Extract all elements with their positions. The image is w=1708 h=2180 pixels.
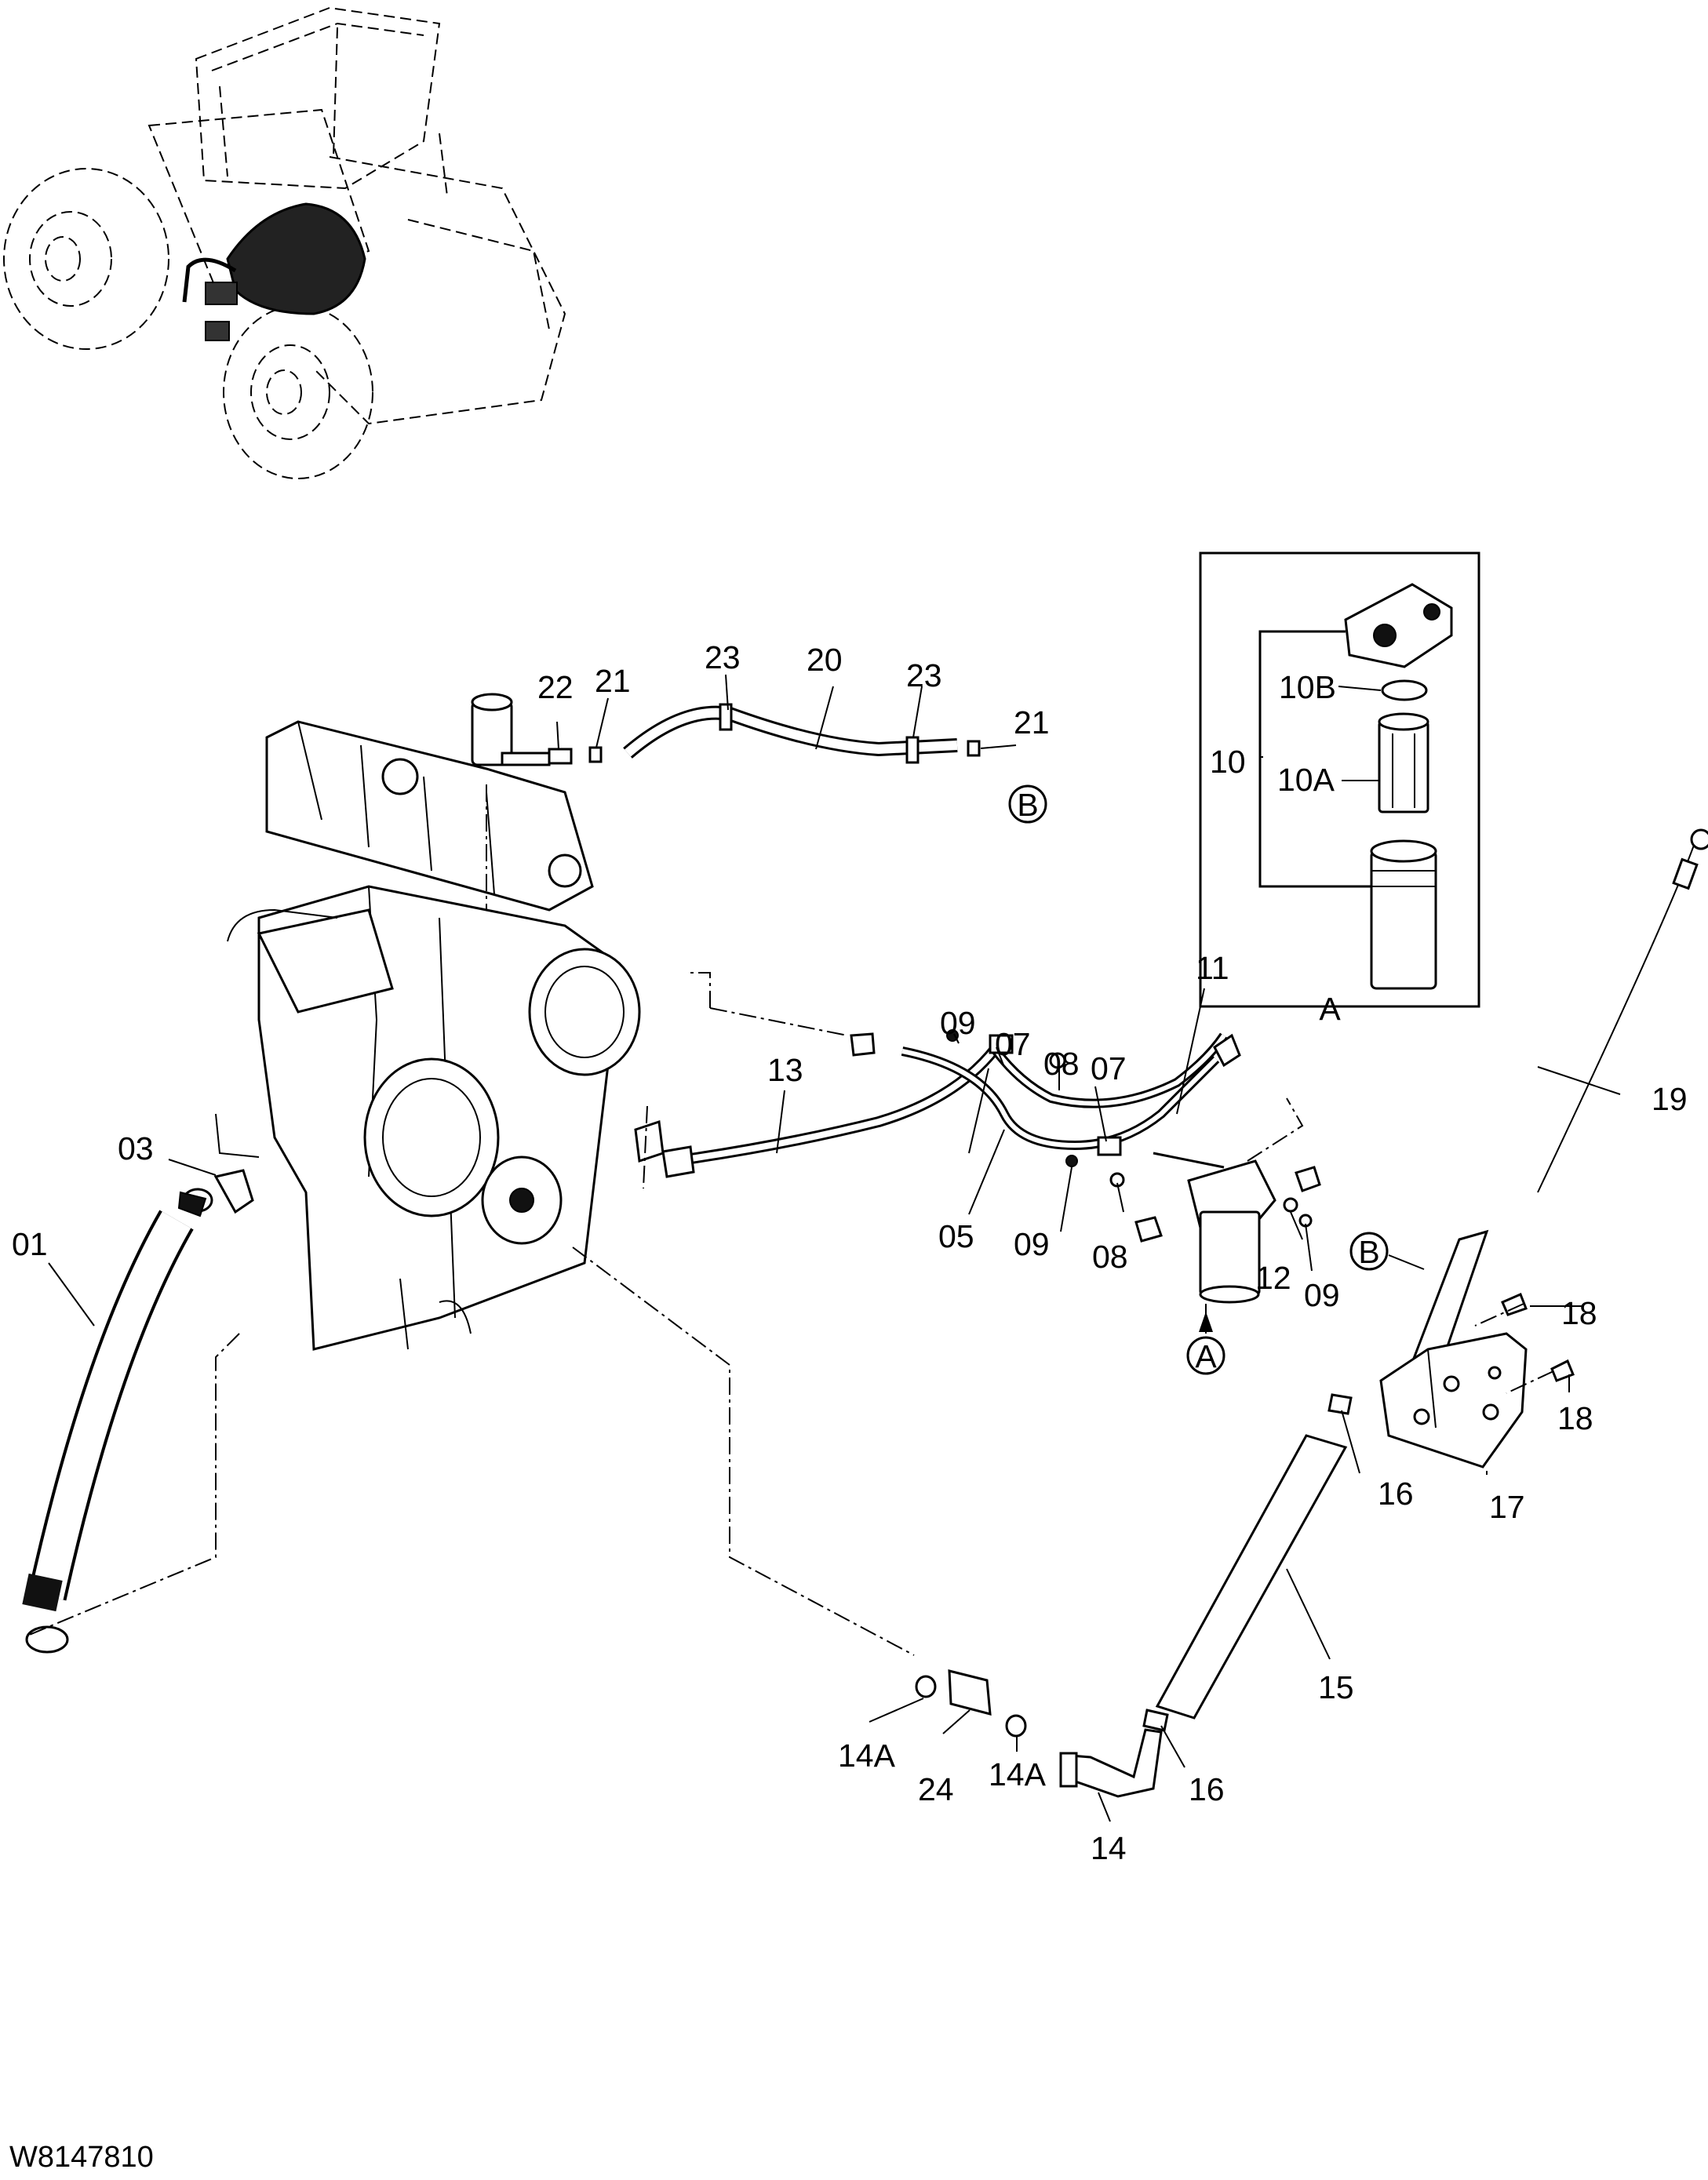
ref-a-filter: A: [1195, 1338, 1217, 1374]
callout-09a: 09: [940, 1005, 976, 1041]
callout-07a: 07: [995, 1026, 1031, 1062]
filter-assembly-a: [1187, 1159, 1313, 1304]
callout-14Ab: 14A: [989, 1756, 1047, 1792]
callout-03: 03: [118, 1130, 154, 1166]
drawing-number: W8147810: [9, 2141, 154, 2174]
callout-14Aa: 14A: [838, 1738, 896, 1774]
machine-overview: [3, 6, 566, 479]
part-03-elbow-fitting: [177, 1169, 254, 1217]
callout-labels: 01 03 05 07 07 08 08 09 09 09 10 10A 10B…: [12, 639, 1688, 1866]
filter-inset-box: [1199, 551, 1480, 1008]
callout-19: 19: [1652, 1081, 1688, 1117]
connection-lines: [27, 784, 1304, 1656]
callout-13: 13: [767, 1052, 803, 1088]
callout-16b: 16: [1189, 1771, 1225, 1807]
callout-18b: 18: [1557, 1400, 1593, 1436]
ref-b-top: B: [1017, 787, 1038, 823]
callout-23a: 23: [705, 639, 741, 675]
callout-08a: 08: [1043, 1046, 1080, 1082]
callout-20: 20: [807, 642, 843, 678]
callout-15: 15: [1318, 1669, 1354, 1705]
part-15-tube: [1142, 1393, 1353, 1732]
part-19-dipstick: [1407, 828, 1708, 1382]
callout-08b: 08: [1092, 1239, 1128, 1275]
part-05-tube-assembly: [901, 1029, 1321, 1243]
callout-10: 10: [1210, 744, 1246, 780]
inset-label-a: A: [1319, 991, 1341, 1027]
reference-markers: B B A: [1008, 784, 1389, 1375]
callout-05: 05: [938, 1218, 974, 1254]
callout-07b: 07: [1091, 1050, 1127, 1086]
ref-b-circle-top: [1008, 784, 1047, 824]
part-01-suction-hose: [22, 1210, 194, 1654]
callout-24: 24: [918, 1771, 954, 1807]
callout-16a: 16: [1378, 1476, 1414, 1512]
callout-21b: 21: [1014, 704, 1050, 741]
callout-12: 12: [1255, 1260, 1291, 1296]
transmission-assembly: [215, 720, 641, 1351]
callout-17: 17: [1489, 1489, 1525, 1525]
part-14-elbow: [915, 1669, 1163, 1798]
callout-22: 22: [537, 669, 574, 705]
callout-10B: 10B: [1279, 669, 1336, 705]
callout-09b: 09: [1014, 1226, 1050, 1262]
ref-b-dipstick: B: [1358, 1234, 1379, 1270]
callout-01: 01: [12, 1226, 48, 1262]
callout-10A: 10A: [1277, 762, 1335, 798]
callout-09c: 09: [1304, 1277, 1340, 1313]
callout-21a: 21: [595, 663, 631, 699]
callout-18a: 18: [1561, 1295, 1597, 1331]
ref-b-circle-dipstick: [1349, 1232, 1389, 1271]
callout-11: 11: [1196, 950, 1229, 986]
leader-lines: [48, 674, 1621, 1822]
ref-a-circle: [1186, 1336, 1225, 1375]
part-13-hose: [634, 1032, 1001, 1178]
part-17-bracket: [1379, 1293, 1575, 1468]
part-20-breather-hose: [471, 693, 981, 766]
callout-14: 14: [1091, 1830, 1127, 1866]
callout-23b: 23: [906, 657, 942, 693]
